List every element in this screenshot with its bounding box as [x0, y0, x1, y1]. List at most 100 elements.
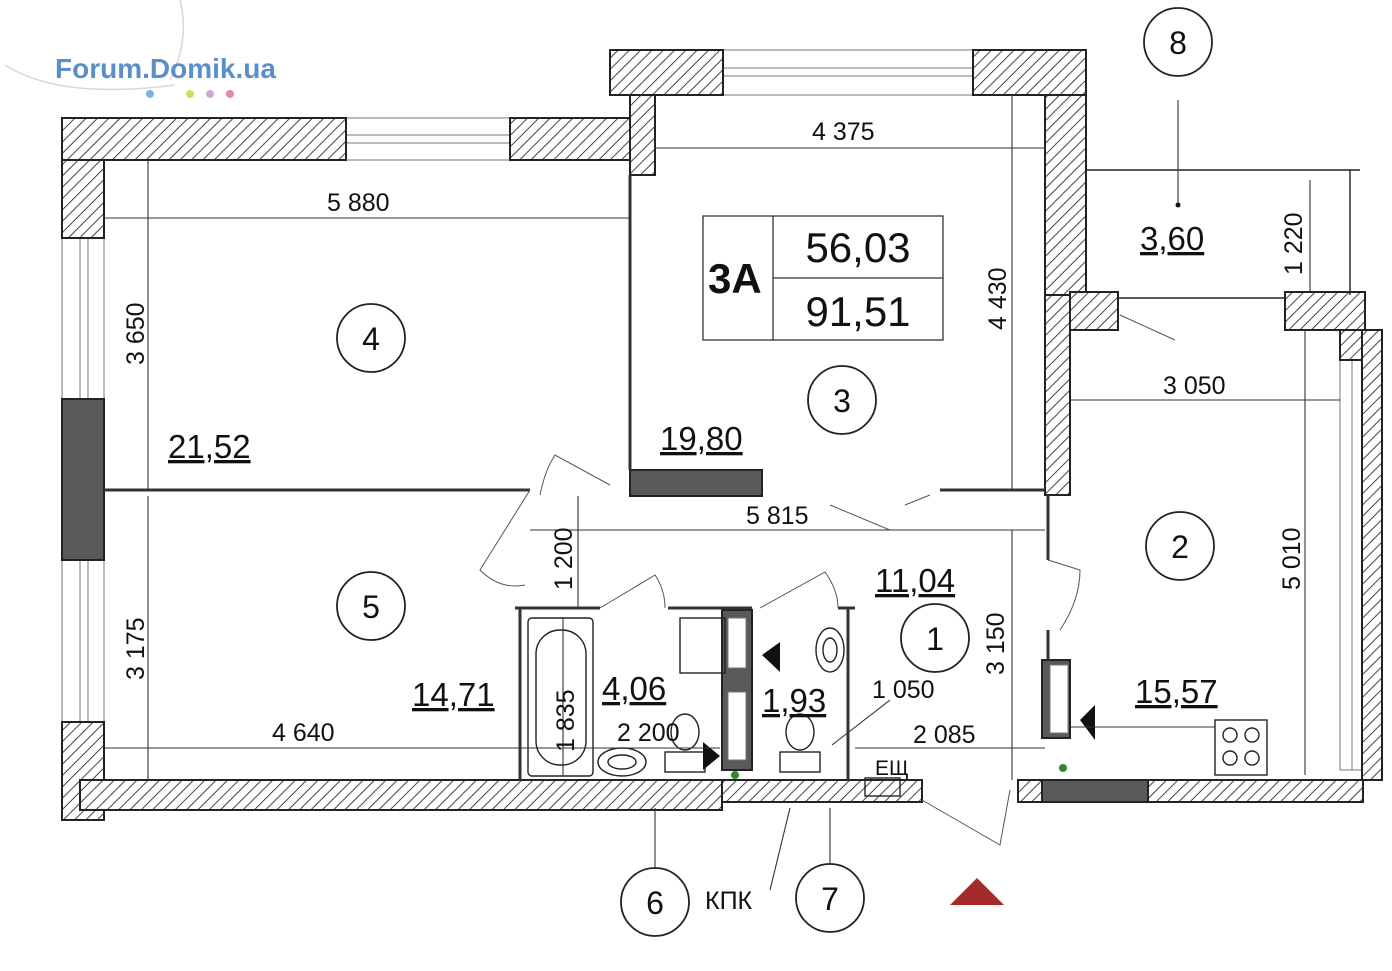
- dimension-label: 1 835: [552, 689, 580, 752]
- fixtures: [527, 617, 1268, 797]
- dimension-label: 1 200: [550, 527, 578, 590]
- watermark-text: Forum.Domik.ua: [55, 53, 276, 84]
- dimension-label: 2 085: [913, 721, 976, 749]
- dimension-label: 1 050: [872, 676, 935, 704]
- window: [61, 559, 105, 723]
- room-marker: 3: [807, 365, 877, 435]
- wall: [1044, 94, 1087, 296]
- room-number: 7: [821, 881, 839, 917]
- room-number: 6: [646, 885, 664, 921]
- dimension-texts: 4 375 5 880 3 650 4 430 1 220 3 050 5 81…: [122, 118, 1308, 915]
- wall: [609, 49, 724, 96]
- room-8-area: 3,60: [1140, 220, 1204, 257]
- window: [61, 236, 105, 400]
- door: [759, 571, 839, 609]
- doors: [479, 314, 1176, 846]
- room-marker: 4: [336, 303, 406, 373]
- riser-dot: [731, 771, 739, 779]
- panel-label: ЕЩ: [875, 757, 909, 780]
- room-2-area: 15,57: [1135, 673, 1218, 710]
- room-marker: 5: [336, 571, 406, 641]
- door: [921, 789, 1011, 846]
- room-number: 3: [833, 383, 851, 419]
- watermark-dot: [146, 90, 154, 98]
- dimension-label: 4 430: [984, 267, 1012, 330]
- room-number: 1: [926, 621, 944, 657]
- door: [829, 504, 891, 531]
- column: [629, 469, 763, 497]
- riser-dot: [1059, 764, 1067, 772]
- vent-shaft: [727, 691, 747, 761]
- room-markers: 1 2 3 4 5 6 7 8: [336, 7, 1215, 937]
- vent-shaft: [727, 617, 747, 669]
- door: [1047, 559, 1081, 631]
- entrance-triangle-icon: [950, 878, 1004, 905]
- wall: [1284, 291, 1366, 331]
- room-marker: 2: [1145, 511, 1215, 581]
- door: [904, 494, 931, 506]
- watermark-dot: [186, 90, 194, 98]
- wall: [1361, 329, 1383, 781]
- leader-dot: [1175, 202, 1181, 208]
- room-number: 8: [1169, 25, 1187, 61]
- living-area: 56,03: [805, 224, 910, 271]
- dimension-label: 2 200: [617, 719, 680, 747]
- dimension-label: 5 880: [327, 189, 390, 217]
- room-marker: 7: [795, 863, 865, 933]
- room-areas: 11,04 15,57 19,80 21,52 14,71 4,06 1,93 …: [168, 220, 1218, 719]
- room-7-area: 1,93: [762, 682, 826, 719]
- room-marker: 6: [620, 867, 690, 937]
- wall: [721, 779, 923, 803]
- watermark-dot: [226, 90, 234, 98]
- washbasin-icon: [815, 627, 845, 673]
- dimension-label: 5 010: [1278, 527, 1306, 590]
- dimension-label: 5 815: [746, 502, 809, 530]
- door: [539, 454, 611, 496]
- arrow-icon: [1080, 705, 1095, 740]
- washbasin-icon: [597, 747, 647, 777]
- wall: [972, 49, 1087, 96]
- dimension-label: 4 640: [272, 719, 335, 747]
- watermark-dot: [206, 90, 214, 98]
- room-6-area: 4,06: [602, 670, 666, 707]
- room-marker: 8: [1143, 7, 1213, 77]
- door: [479, 489, 531, 587]
- room-4-area: 21,52: [168, 428, 251, 465]
- wall: [61, 117, 347, 161]
- dimension-label: 1 220: [1280, 212, 1308, 275]
- wall: [1044, 294, 1071, 496]
- wall: [61, 159, 105, 239]
- room-number: 4: [362, 321, 380, 357]
- wall: [629, 94, 656, 176]
- window: [722, 49, 974, 96]
- room-number: 5: [362, 589, 380, 625]
- room-number: 2: [1171, 529, 1189, 565]
- dimension-label: 3 150: [982, 612, 1010, 675]
- column: [61, 398, 105, 561]
- dimension-label: 3 175: [122, 617, 150, 680]
- dimension-label: 4 375: [812, 118, 875, 146]
- room-3-area: 19,80: [660, 420, 743, 457]
- toilet-icon: [779, 713, 821, 773]
- room-marker: 1: [900, 603, 970, 673]
- cabinet: [679, 617, 726, 674]
- dimension-label: 3 650: [122, 302, 150, 365]
- wall: [1069, 291, 1119, 331]
- total-area: 91,51: [805, 288, 910, 335]
- wall: [79, 779, 723, 811]
- column: [1041, 779, 1149, 803]
- room-5-area: 14,71: [412, 676, 495, 713]
- dimension-label: 3 050: [1163, 372, 1226, 400]
- door: [1119, 314, 1176, 341]
- room-1-area: 11,04: [875, 562, 955, 599]
- stove-icon: [1214, 719, 1268, 776]
- bathtub-icon: [527, 617, 594, 777]
- apartment-summary: 3А 56,03 91,51: [702, 215, 944, 341]
- apartment-type: 3А: [708, 255, 762, 302]
- watermark: Forum.Domik.ua: [4, 0, 276, 98]
- partitions: [104, 169, 1360, 780]
- kpk-label: КПК: [705, 887, 753, 915]
- electric-panel: [864, 777, 901, 797]
- vent-shaft: [1049, 664, 1069, 734]
